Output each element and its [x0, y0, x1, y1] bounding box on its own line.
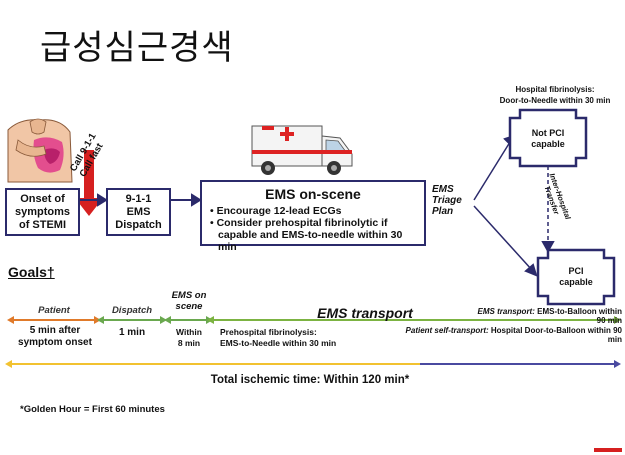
pci-box-shape — [536, 248, 616, 306]
ems-on-scene-title: EMS on-scene — [265, 186, 361, 202]
pci-box: PCI capable — [559, 266, 593, 287]
phase-patient: Patient — [38, 305, 70, 316]
total-time-line — [5, 360, 621, 368]
phase-ems-transport: EMS transport — [317, 305, 413, 321]
not-pci-box-shape — [508, 108, 588, 168]
onset-box: Onset of symptoms of STEMI — [5, 188, 80, 236]
ems-transport-note: EMS transport: EMS-to-Balloon within 90 … — [477, 307, 622, 325]
patient-illustration — [7, 118, 73, 183]
golden-hour-footnote: *Golden Hour = First 60 minutes — [20, 404, 165, 415]
phase-ems-on-scene: EMS on scene — [171, 290, 207, 312]
time-dispatch: 1 min — [118, 327, 146, 338]
time-patient: 5 min after symptom onset — [18, 325, 92, 348]
time-ems-scene: Within 8 min — [176, 327, 202, 348]
self-transport-note: Patient self-transport: Hospital Door-to… — [405, 326, 622, 344]
hospital-fibrinolysis-label: Hospital fibrinolysis: Door-to-Needle wi… — [499, 85, 611, 105]
phase-timeline — [7, 316, 621, 324]
ems-triage-plan-label: EMS Triage Plan — [432, 184, 462, 217]
total-ischemic-time: Total ischemic time: Within 120 min* — [210, 374, 410, 386]
time-prehospital: Prehospital fibrinolysis: EMS-to-Needle … — [220, 327, 337, 348]
ambulance-icon — [251, 125, 353, 175]
not-pci-box: Not PCI capable — [531, 128, 565, 149]
corner-accent — [594, 448, 622, 452]
ems-on-scene-box: EMS on-scene • Encourage 12-lead ECGs • … — [200, 180, 426, 253]
phase-dispatch: Dispatch — [111, 305, 153, 316]
dispatch-box: 9-1-1 EMS Dispatch — [106, 188, 171, 236]
page-title: 급성심근경색 — [40, 28, 234, 68]
goals-label: Goals† — [8, 264, 55, 280]
